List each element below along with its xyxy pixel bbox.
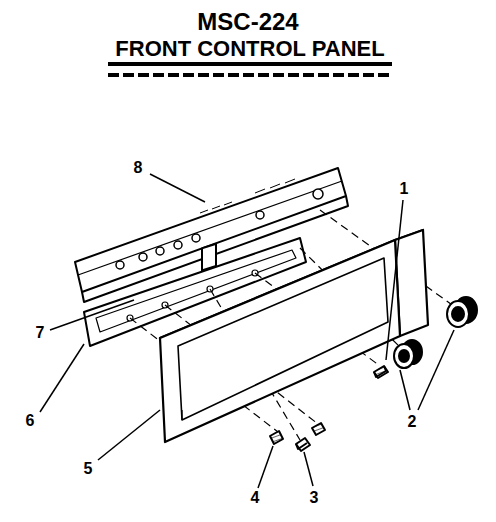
subtitle: FRONT CONTROL PANEL <box>115 38 384 60</box>
callout-number: 3 <box>310 490 319 506</box>
title: MSC-224 <box>197 10 298 34</box>
title-underline <box>108 62 392 66</box>
callout-number: 7 <box>36 325 45 341</box>
callout-number: 6 <box>26 413 35 429</box>
button-cap <box>296 423 325 451</box>
callout-number: 4 <box>251 490 260 506</box>
knob <box>394 297 477 368</box>
leader-line <box>40 174 454 488</box>
callout-number: 5 <box>84 461 93 477</box>
callout-number: 8 <box>134 160 143 176</box>
callout-number: 1 <box>400 181 409 197</box>
button-cap <box>374 366 388 378</box>
threaded-stud <box>270 431 283 444</box>
callout-number: 2 <box>408 414 417 430</box>
title-dash-rule <box>108 73 392 77</box>
